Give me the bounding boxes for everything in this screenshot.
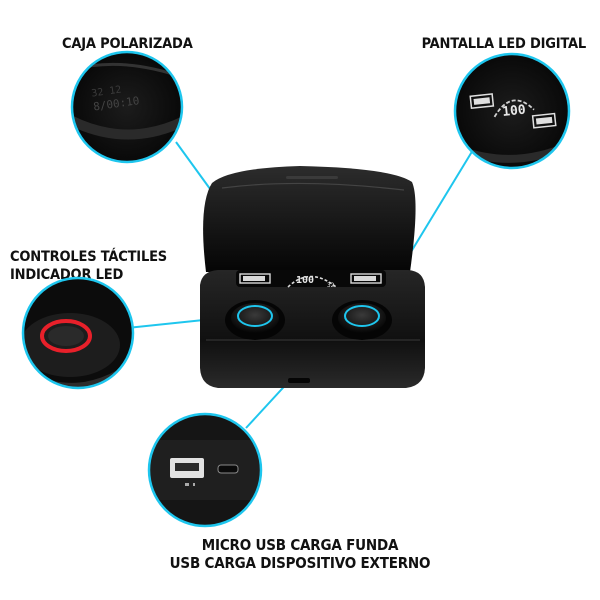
earbud-right-led-ring	[344, 305, 380, 327]
display-arc	[287, 275, 337, 288]
callout-line-caja	[175, 141, 214, 194]
zoom-display-percent: 100	[502, 103, 527, 120]
zoom-caja-polarizada: 32 12 8/00:10	[70, 50, 184, 164]
battery-right-icon	[350, 273, 382, 284]
micro-usb-port-icon	[217, 464, 239, 474]
label-caja-polarizada: CAJA POLARIZADA	[62, 36, 193, 52]
lid-highlight	[221, 182, 405, 191]
earbud-right	[332, 300, 392, 340]
label-usb-externo: USB CARGA DISPOSITIVO EXTERNO	[169, 554, 431, 572]
zoom-caja-text-1: 32 12	[91, 85, 122, 100]
display-small-digits: 32	[327, 282, 335, 289]
zoom-usb-ports	[147, 412, 263, 528]
red-led-icon	[40, 319, 92, 353]
battery-left-icon	[239, 273, 271, 284]
usb-port	[288, 378, 310, 383]
lid-hinge	[286, 176, 338, 179]
case-lid	[203, 166, 416, 272]
earbud-left-led-ring	[237, 305, 273, 327]
led-display: 100 32	[236, 270, 386, 289]
zoom-pantalla-led: 100	[453, 52, 571, 170]
zoom-caja-text-2: 8/00:10	[92, 94, 140, 113]
display-percent: 100	[296, 275, 314, 286]
charging-case: 100 32	[200, 166, 425, 388]
label-indicador-led: INDICADOR LED	[10, 267, 124, 283]
label-controles: CONTROLES TÁCTILES INDICADOR LED	[10, 248, 167, 284]
earbud-left	[225, 300, 285, 340]
label-micro-usb: MICRO USB CARGA FUNDA	[201, 536, 399, 554]
zoom-controles-tactiles	[21, 276, 135, 390]
label-pantalla-led-digital: PANTALLA LED DIGITAL	[421, 36, 587, 52]
label-controles-tactiles: CONTROLES TÁCTILES	[10, 249, 167, 265]
label-usb: MICRO USB CARGA FUNDA USB CARGA DISPOSIT…	[0, 536, 600, 572]
case-base	[200, 270, 425, 388]
